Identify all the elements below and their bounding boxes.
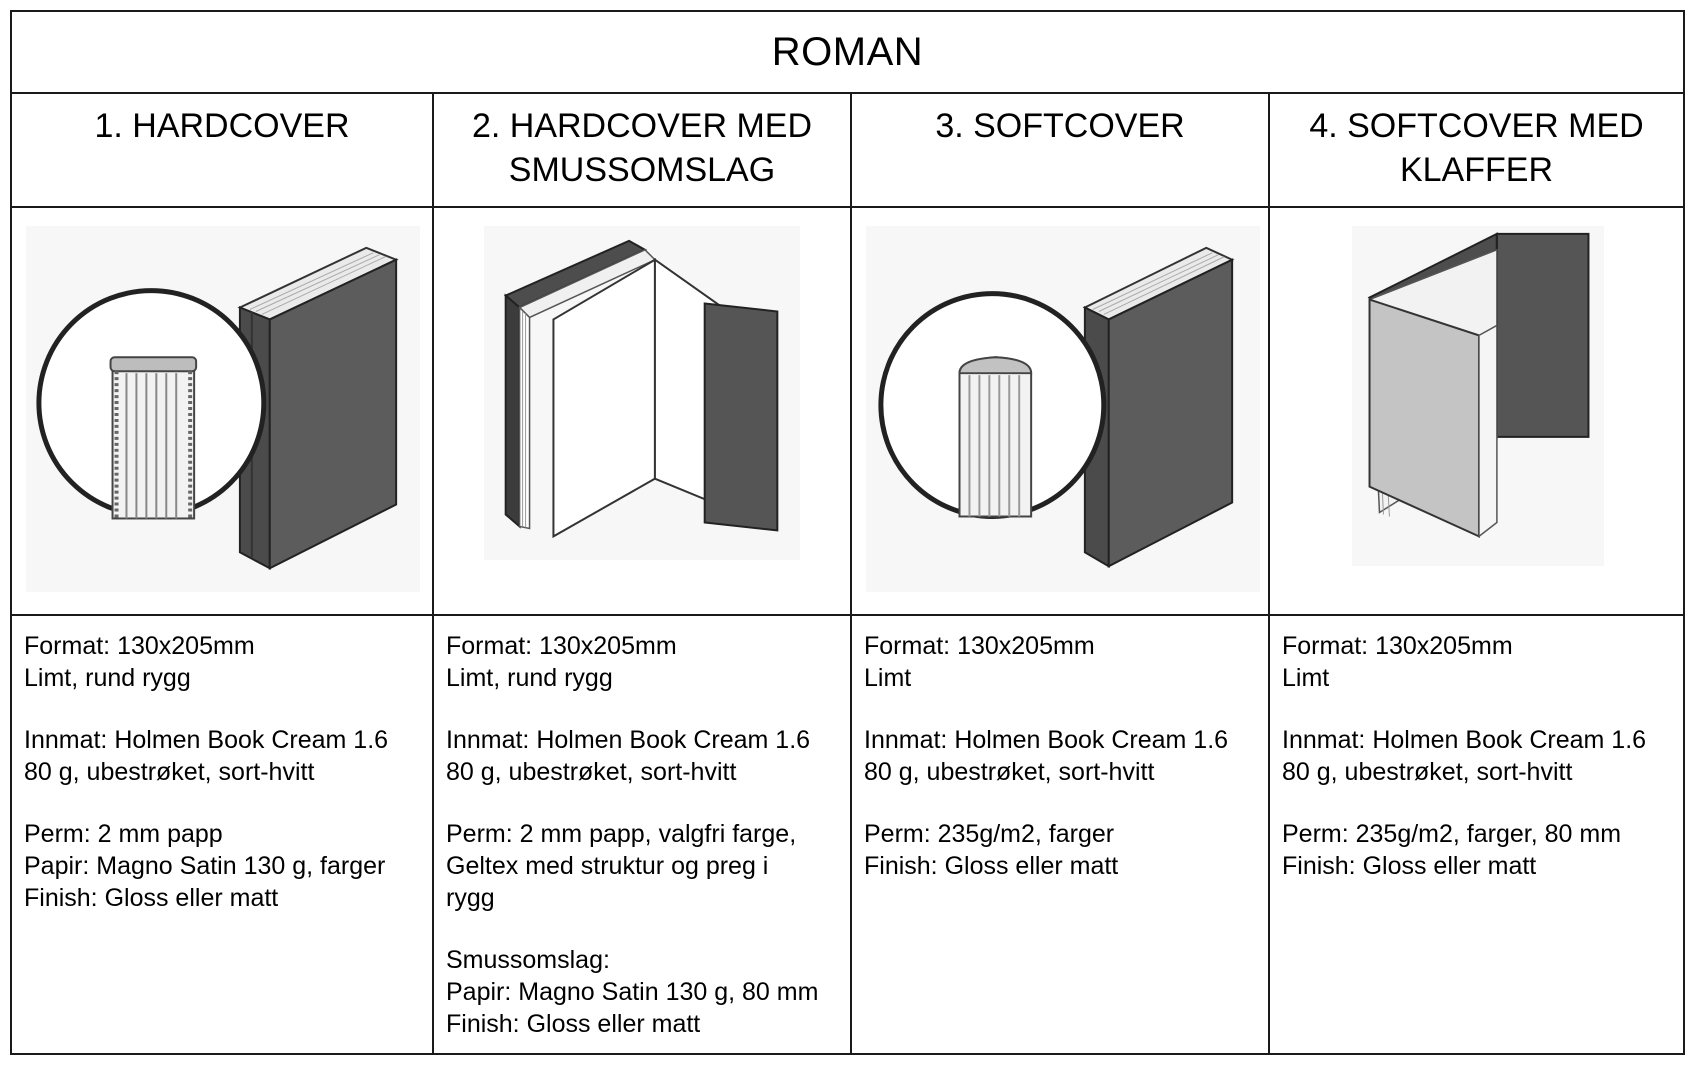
spec-block-paper: Innmat: Holmen Book Cream 1.6 80 g, ubes…	[446, 724, 838, 788]
spec-line: Papir: Magno Satin 130 g, farger	[24, 852, 386, 880]
roman-spec-table: ROMAN 1. HARDCOVER	[10, 10, 1685, 1055]
spec-line: Innmat: Holmen Book Cream 1.6	[446, 726, 811, 754]
illustration-softcover-flaps	[1270, 208, 1683, 616]
spec-line: Finish: Gloss eller matt	[24, 884, 279, 912]
spec-line: Innmat: Holmen Book Cream 1.6	[1282, 726, 1647, 754]
heading-line: KLAFFER	[1399, 151, 1554, 189]
spec-block-paper: Innmat: Holmen Book Cream 1.6 80 g, ubes…	[864, 724, 1256, 788]
spec-line: Innmat: Holmen Book Cream 1.6	[864, 726, 1229, 754]
column-heading: 1. HARDCOVER	[12, 92, 432, 208]
column-hardcover-dust-jacket: 2. HARDCOVER MED SMUSSOMSLAG	[432, 92, 850, 1053]
spec-text: Format: 130x205mm Limt, rund rygg Innmat…	[12, 616, 432, 1053]
softcover-flaps-book-icon	[1367, 232, 1590, 538]
spec-block-binding: Format: 130x205mm Limt	[1282, 630, 1671, 694]
spec-line: 80 g, ubestrøket, sort-hvitt	[446, 758, 737, 786]
spec-line: Limt, rund rygg	[446, 664, 613, 692]
spec-line: Perm: 2 mm papp	[24, 820, 223, 848]
spec-block-paper: Innmat: Holmen Book Cream 1.6 80 g, ubes…	[24, 724, 420, 788]
spec-text: Format: 130x205mm Limt Innmat: Holmen Bo…	[1270, 616, 1683, 1053]
spec-block-paper: Innmat: Holmen Book Cream 1.6 80 g, ubes…	[1282, 724, 1671, 788]
spec-text: Format: 130x205mm Limt Innmat: Holmen Bo…	[852, 616, 1268, 1053]
heading-line: 2. HARDCOVER MED	[471, 107, 813, 145]
heading-line: 3. SOFTCOVER	[935, 107, 1185, 145]
column-softcover: 3. SOFTCOVER Format:	[850, 92, 1268, 1053]
spec-block-binding: Format: 130x205mm Limt, rund rygg	[446, 630, 838, 694]
spec-line: 80 g, ubestrøket, sort-hvitt	[1282, 758, 1573, 786]
spec-line: Finish: Gloss eller matt	[446, 1010, 701, 1038]
spec-line: Format: 130x205mm	[446, 632, 677, 660]
spec-line: Perm: 235g/m2, farger	[864, 820, 1115, 848]
spec-line: Format: 130x205mm	[864, 632, 1095, 660]
illustration-hardcover	[12, 208, 432, 616]
spec-block-binding: Format: 130x205mm Limt	[864, 630, 1256, 694]
spec-block-cover: Perm: 235g/m2, farger, 80 mm Finish: Glo…	[1282, 818, 1671, 882]
heading-line: SMUSSOMSLAG	[508, 151, 776, 189]
spec-line: Perm: 235g/m2, farger, 80 mm	[1282, 820, 1622, 848]
spec-line: Finish: Gloss eller matt	[1282, 852, 1537, 880]
column-heading: 3. SOFTCOVER	[852, 92, 1268, 208]
spec-line: Format: 130x205mm	[1282, 632, 1513, 660]
softcover-book-icon	[878, 246, 1235, 568]
spec-line: Limt	[1282, 664, 1330, 692]
illustration-softcover	[852, 208, 1268, 616]
spec-line: Geltex med struktur og preg i	[446, 852, 769, 880]
spec-text: Format: 130x205mm Limt, rund rygg Innmat…	[434, 616, 850, 1053]
spec-block-cover: Perm: 2 mm papp Papir: Magno Satin 130 g…	[24, 818, 420, 914]
heading-line: 1. HARDCOVER	[94, 107, 350, 145]
table-title: ROMAN	[12, 12, 1683, 94]
spec-line: 80 g, ubestrøket, sort-hvitt	[24, 758, 315, 786]
spec-line: Limt, rund rygg	[24, 664, 191, 692]
column-softcover-flaps: 4. SOFTCOVER MED KLAFFER For	[1268, 92, 1683, 1053]
dust-jacket-book-icon	[503, 239, 779, 539]
spec-block-cover: Perm: 2 mm papp, valgfri farge, Geltex m…	[446, 818, 838, 914]
hardcover-book-icon	[36, 246, 399, 570]
spec-line: Smussomslag:	[446, 946, 610, 974]
column-hardcover: 1. HARDCOVER	[12, 92, 432, 1053]
column-heading: 2. HARDCOVER MED SMUSSOMSLAG	[434, 92, 850, 208]
spec-line: Limt	[864, 664, 912, 692]
illustration-hardcover-dust-jacket	[434, 208, 850, 616]
spec-line: Finish: Gloss eller matt	[864, 852, 1119, 880]
heading-line: 4. SOFTCOVER MED	[1309, 107, 1644, 145]
spec-line: Papir: Magno Satin 130 g, 80 mm	[446, 978, 819, 1006]
spec-line: rygg	[446, 884, 495, 912]
spec-line: 80 g, ubestrøket, sort-hvitt	[864, 758, 1155, 786]
spec-block-binding: Format: 130x205mm Limt, rund rygg	[24, 630, 420, 694]
spec-block-cover: Perm: 235g/m2, farger Finish: Gloss elle…	[864, 818, 1256, 882]
spec-block-dust-jacket: Smussomslag: Papir: Magno Satin 130 g, 8…	[446, 944, 838, 1040]
column-heading: 4. SOFTCOVER MED KLAFFER	[1270, 92, 1683, 208]
spec-line: Format: 130x205mm	[24, 632, 255, 660]
spec-line: Perm: 2 mm papp, valgfri farge,	[446, 820, 797, 848]
spec-line: Innmat: Holmen Book Cream 1.6	[24, 726, 389, 754]
